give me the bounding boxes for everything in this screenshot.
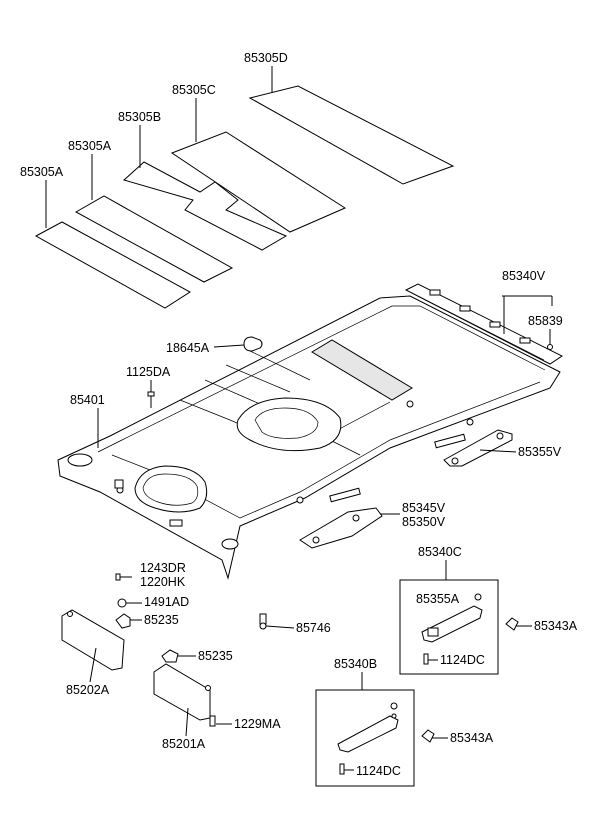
label-85340c: 85340C [418, 545, 462, 559]
bracket-85340b[interactable] [337, 702, 399, 753]
clip-85343a-lower[interactable] [421, 729, 435, 743]
screw-1243dr[interactable] [115, 573, 132, 581]
bracket-85355a[interactable] [421, 593, 483, 643]
box-85340b [315, 689, 415, 787]
label-85746: 85746 [296, 621, 331, 635]
label-85355a: 85355A [416, 592, 460, 606]
label-1124dc-upper: 1124DC [440, 653, 485, 667]
label-1125da: 1125DA [126, 365, 171, 379]
rear-rail-85340v[interactable] [404, 283, 563, 365]
label-85340v: 85340V [502, 269, 546, 283]
label-85202a: 85202A [66, 683, 110, 697]
label-85350v: 85350V [402, 515, 446, 529]
clip-85343a-upper[interactable] [505, 617, 519, 631]
leader-85201a [185, 707, 189, 737]
label-1491ad: 1491AD [144, 595, 189, 609]
label-18645a: 18645A [166, 341, 210, 355]
pad-85305d[interactable] [248, 85, 455, 185]
label-85305a-lower: 85305A [20, 165, 64, 179]
leader-18645a [213, 344, 245, 348]
clip-85746[interactable] [259, 613, 267, 630]
clip-1491ad[interactable] [117, 598, 127, 608]
label-85340b: 85340B [334, 657, 377, 671]
label-85839: 85839 [528, 314, 563, 328]
label-85305c: 85305C [172, 83, 216, 97]
pad-85305c[interactable] [170, 131, 347, 233]
label-85305b: 85305B [118, 110, 161, 124]
leader-85202a [89, 647, 97, 683]
pad-85305a-lower[interactable] [34, 221, 191, 309]
label-85235-left: 85235 [144, 613, 179, 627]
screw-1124dc-upper[interactable] [423, 653, 429, 665]
clip-85839[interactable] [547, 344, 553, 350]
label-1124dc-lower: 1124DC [356, 764, 401, 778]
bracket-85355v[interactable] [443, 429, 513, 467]
label-85235-right: 85235 [198, 649, 233, 663]
leader-85746 [265, 625, 295, 629]
label-85345v: 85345V [402, 501, 446, 515]
bracket-85345v[interactable] [299, 507, 383, 549]
screw-1124dc-lower[interactable] [339, 763, 345, 775]
pad-85305b[interactable] [122, 161, 288, 251]
box-85340c [399, 579, 499, 675]
headliner-85401[interactable] [57, 295, 561, 580]
sunvisor-85201a[interactable] [153, 663, 211, 721]
screw-1125da[interactable] [147, 391, 155, 408]
label-85343a-lower: 85343A [450, 731, 494, 745]
label-1229ma: 1229MA [234, 717, 281, 731]
label-85401: 85401 [70, 393, 105, 407]
label-85355v: 85355V [518, 445, 562, 459]
leader-85355v [479, 449, 517, 453]
sunvisor-85202a[interactable] [61, 609, 125, 671]
pad-85305a-upper[interactable] [74, 195, 234, 283]
label-1220hk: 1220HK [140, 575, 186, 589]
label-85201a: 85201A [162, 737, 206, 751]
label-1243dr: 1243DR [140, 561, 186, 575]
holder-85235-right[interactable] [161, 649, 179, 663]
label-85343a-upper: 85343A [534, 619, 578, 633]
holder-85235-left[interactable] [115, 613, 131, 629]
screw-1229ma[interactable] [209, 715, 216, 727]
bulb-18645a[interactable] [243, 336, 263, 352]
label-85305d: 85305D [244, 51, 288, 65]
label-85305a-upper: 85305A [68, 139, 112, 153]
